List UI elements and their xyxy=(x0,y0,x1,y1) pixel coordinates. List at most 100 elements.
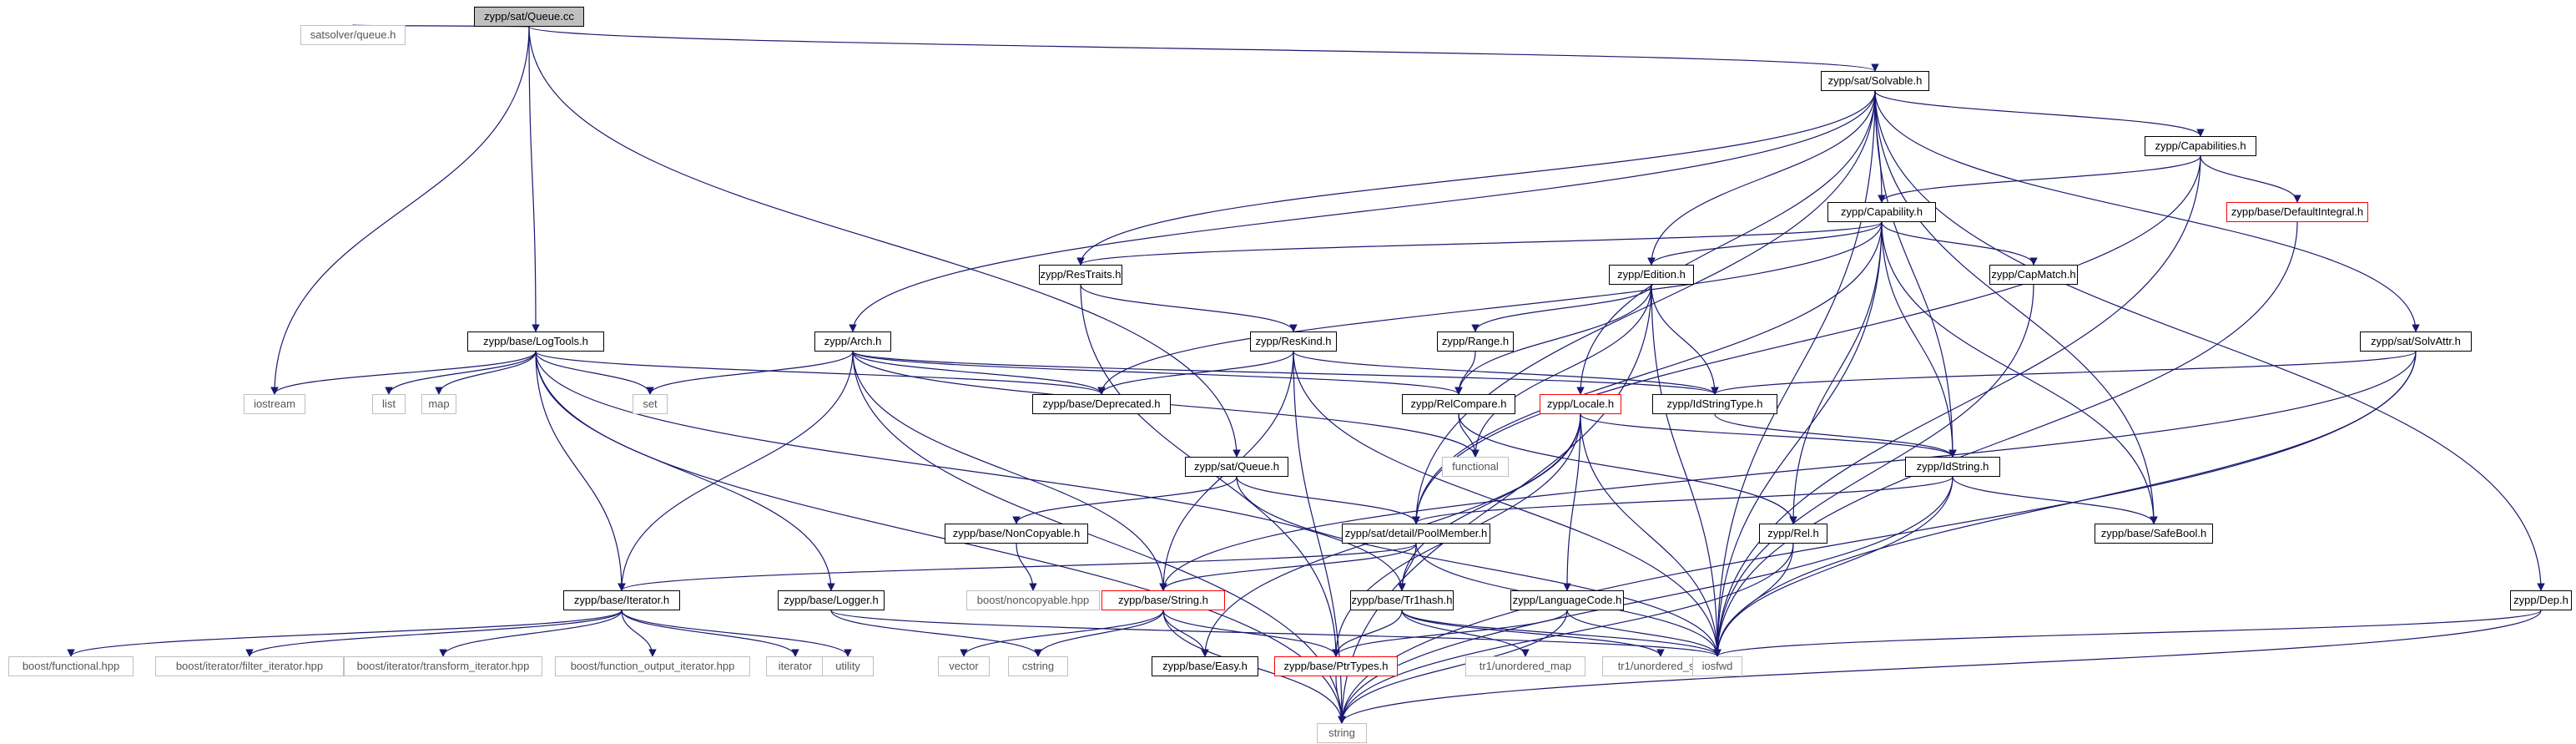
node-ptrtypes-h[interactable]: zypp/base/PtrTypes.h xyxy=(1274,656,1398,676)
edge-capabilities-h-to-poolmember-h xyxy=(1412,155,2201,524)
edge-string-h-to-cstring xyxy=(1034,610,1164,657)
node-dep-h[interactable]: zypp/Dep.h xyxy=(2510,590,2572,610)
node-restraits-h[interactable]: zypp/ResTraits.h xyxy=(1039,265,1122,285)
edge-queue-cc-to-iostream xyxy=(270,26,530,395)
node-solvable-h[interactable]: zypp/sat/Solvable.h xyxy=(1821,71,1929,91)
edge-rel-h-to-string xyxy=(1338,543,1794,724)
node-noncopyable-h[interactable]: zypp/base/NonCopyable.h xyxy=(945,524,1088,544)
edge-idstring-h-to-safebool-h xyxy=(1952,476,2158,524)
edge-arch-h-to-deprecated-h xyxy=(852,351,1106,395)
edge-reskind-h-to-iosfwd xyxy=(1293,351,1722,657)
edge-solvattr-h-to-string xyxy=(1338,351,2417,724)
edge-solvable-h-to-iosfwd xyxy=(1713,90,1876,657)
edge-locale-h-to-tr1hash-h xyxy=(1398,413,1581,591)
edge-idstringtype-h-to-idstring-h xyxy=(1714,413,1957,458)
node-idstring-h[interactable]: zypp/IdString.h xyxy=(1905,457,2000,477)
node-deprecated-h[interactable]: zypp/base/Deprecated.h xyxy=(1032,394,1171,414)
node-boost-functional: boost/functional.hpp xyxy=(8,656,134,676)
node-idstringtype-h[interactable]: zypp/IdStringType.h xyxy=(1652,394,1777,414)
edge-dep-h-to-iosfwd xyxy=(1713,610,2542,657)
node-iterator-h[interactable]: zypp/base/Iterator.h xyxy=(563,590,680,610)
edge-logtools-h-to-iostream xyxy=(270,351,537,395)
node-vector: vector xyxy=(938,656,990,676)
node-rel-h[interactable]: zypp/Rel.h xyxy=(1759,524,1827,544)
edge-edition-h-to-iosfwd xyxy=(1651,284,1722,657)
edge-idstring-h-to-poolmember-h xyxy=(1412,476,1953,524)
edge-solvattr-h-to-idstringtype-h xyxy=(1711,351,2417,395)
node-safebool-h[interactable]: zypp/base/SafeBool.h xyxy=(2095,524,2213,544)
node-defaultintegral-h[interactable]: zypp/base/DefaultIntegral.h xyxy=(2226,202,2368,222)
node-logger-h[interactable]: zypp/base/Logger.h xyxy=(778,590,885,610)
edge-solvable-h-to-safebool-h xyxy=(1874,90,2158,524)
edge-iterator-h-to-boost-filter-iterator xyxy=(245,610,623,657)
node-easy-h[interactable]: zypp/base/Easy.h xyxy=(1152,656,1258,676)
edge-arch-h-to-iterator-h xyxy=(618,351,854,591)
edge-sat-queue-h-to-poolmember-h xyxy=(1236,476,1420,524)
edge-capability-h-to-idstring-h xyxy=(1881,221,1957,458)
node-tr1-unordered-map: tr1/unordered_map xyxy=(1465,656,1585,676)
edge-iterator-h-to-iterator xyxy=(621,610,799,657)
node-capabilities-h[interactable]: zypp/Capabilities.h xyxy=(2145,136,2256,156)
edge-logtools-h-to-string xyxy=(535,351,1346,724)
edge-sat-queue-h-to-noncopyable-h xyxy=(1012,476,1238,524)
edge-queue-cc-to-solvable-h xyxy=(528,26,1879,72)
edge-sat-queue-h-to-iosfwd xyxy=(1236,476,1722,657)
edge-iterator-h-to-boost-functional xyxy=(67,610,623,657)
edge-logtools-h-to-logger-h xyxy=(535,351,835,591)
node-solvattr-h[interactable]: zypp/sat/SolvAttr.h xyxy=(2360,332,2472,352)
node-capability-h[interactable]: zypp/Capability.h xyxy=(1827,202,1936,222)
edge-arch-h-to-set xyxy=(646,351,854,395)
edge-poolmember-h-to-string-h xyxy=(1159,543,1417,591)
edge-capability-h-to-capmatch-h xyxy=(1881,221,2038,266)
edge-capability-h-to-iosfwd xyxy=(1713,221,1883,657)
node-functional: functional xyxy=(1442,457,1509,477)
edge-logger-h-to-iosfwd xyxy=(830,610,1722,657)
edge-solvattr-h-to-string-h xyxy=(1159,351,2417,591)
node-poolmember-h[interactable]: zypp/sat/detail/PoolMember.h xyxy=(1342,524,1490,544)
edge-arch-h-to-idstringtype-h xyxy=(852,351,1719,395)
node-languagecode-h[interactable]: zypp/LanguageCode.h xyxy=(1510,590,1624,610)
edge-logtools-h-to-list xyxy=(385,351,537,395)
edge-rel-h-to-iosfwd xyxy=(1713,543,1794,657)
edge-idstring-h-to-iosfwd xyxy=(1713,476,1953,657)
edge-string-h-to-ptrtypes-h xyxy=(1162,610,1340,657)
node-boost-transform-iterator: boost/iterator/transform_iterator.hpp xyxy=(344,656,542,676)
node-edition-h[interactable]: zypp/Edition.h xyxy=(1609,265,1694,285)
node-locale-h[interactable]: zypp/Locale.h xyxy=(1540,394,1621,414)
edge-relcompare-h-to-rel-h xyxy=(1458,413,1797,524)
edge-solvable-h-to-restraits-h xyxy=(1076,90,1876,266)
edge-locale-h-to-iosfwd xyxy=(1580,413,1722,657)
node-iosfwd: iosfwd xyxy=(1692,656,1742,676)
node-tr1hash-h[interactable]: zypp/base/Tr1hash.h xyxy=(1350,590,1454,610)
edge-capability-h-to-rel-h xyxy=(1789,221,1883,524)
node-capmatch-h[interactable]: zypp/CapMatch.h xyxy=(1989,265,2078,285)
node-satsolver-queue-h: satsolver/queue.h xyxy=(300,25,406,45)
node-cstring: cstring xyxy=(1008,656,1068,676)
node-list: list xyxy=(372,394,406,414)
node-relcompare-h[interactable]: zypp/RelCompare.h xyxy=(1402,394,1515,414)
node-string-h[interactable]: zypp/base/String.h xyxy=(1101,590,1225,610)
edge-edition-h-to-relcompare-h xyxy=(1454,284,1652,395)
edge-logger-h-to-cstring xyxy=(830,610,1042,657)
node-iostream: iostream xyxy=(244,394,305,414)
edge-solvable-h-to-edition-h xyxy=(1647,90,1876,266)
node-boost-noncopyable: boost/noncopyable.hpp xyxy=(966,590,1100,610)
edge-tr1hash-h-to-iosfwd xyxy=(1401,610,1722,657)
edge-languagecode-h-to-string xyxy=(1338,610,1568,724)
edge-capability-h-to-edition-h xyxy=(1647,221,1883,266)
edge-locale-h-to-languagecode-h xyxy=(1563,413,1581,591)
edge-queue-cc-to-logtools-h xyxy=(528,26,540,332)
node-logtools-h[interactable]: zypp/base/LogTools.h xyxy=(467,332,604,352)
edge-reskind-h-to-idstringtype-h xyxy=(1293,351,1719,395)
edge-languagecode-h-to-iosfwd xyxy=(1566,610,1722,657)
node-boost-function-output-iterator: boost/function_output_iterator.hpp xyxy=(555,656,750,676)
node-reskind-h[interactable]: zypp/ResKind.h xyxy=(1250,332,1337,352)
edge-arch-h-to-string-h xyxy=(852,351,1167,591)
node-range-h[interactable]: zypp/Range.h xyxy=(1437,332,1514,352)
edge-iterator-h-to-boost-function-output-iterator xyxy=(621,610,657,657)
edge-capabilities-h-to-capability-h xyxy=(1878,155,2201,203)
node-sat-queue-h[interactable]: zypp/sat/Queue.h xyxy=(1185,457,1288,477)
node-arch-h[interactable]: zypp/Arch.h xyxy=(814,332,891,352)
edge-locale-h-to-idstring-h xyxy=(1580,413,1957,458)
